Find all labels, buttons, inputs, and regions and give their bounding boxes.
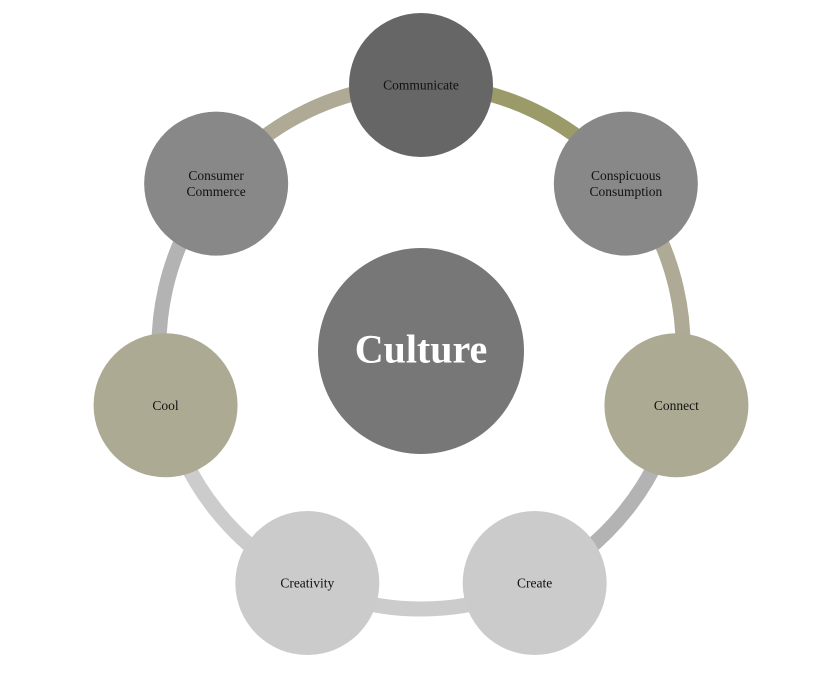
node-circle-communicate xyxy=(349,13,493,157)
node-label-connect: Connect xyxy=(654,398,699,413)
node-label-consumer-commerce: Commerce xyxy=(187,184,246,199)
node-circle-conspicuous-consumption xyxy=(553,111,698,256)
center-node: Culture xyxy=(318,248,524,454)
node-circle-create xyxy=(462,511,607,656)
node-circle-connect xyxy=(604,333,749,478)
node-circle-cool xyxy=(93,333,238,478)
node-label-create: Create xyxy=(517,576,552,591)
node-label-communicate: Communicate xyxy=(383,78,459,93)
node-label-conspicuous-consumption: Conspicuous xyxy=(591,168,661,183)
center-label: Culture xyxy=(355,327,488,372)
node-label-conspicuous-consumption: Consumption xyxy=(589,184,662,199)
node-create: Create xyxy=(462,511,607,656)
node-cool: Cool xyxy=(93,333,238,478)
node-circle-consumer-commerce xyxy=(144,111,289,256)
node-circle-creativity xyxy=(235,511,380,656)
node-connect: Connect xyxy=(604,333,749,478)
node-label-creativity: Creativity xyxy=(280,576,334,591)
node-communicate: Communicate xyxy=(349,13,493,157)
node-label-consumer-commerce: Consumer xyxy=(188,168,244,183)
outer-nodes: CommunicateConspicuousConsumptionConnect… xyxy=(93,13,749,656)
node-creativity: Creativity xyxy=(235,511,380,656)
node-label-cool: Cool xyxy=(152,398,179,413)
center-circle xyxy=(318,248,524,454)
